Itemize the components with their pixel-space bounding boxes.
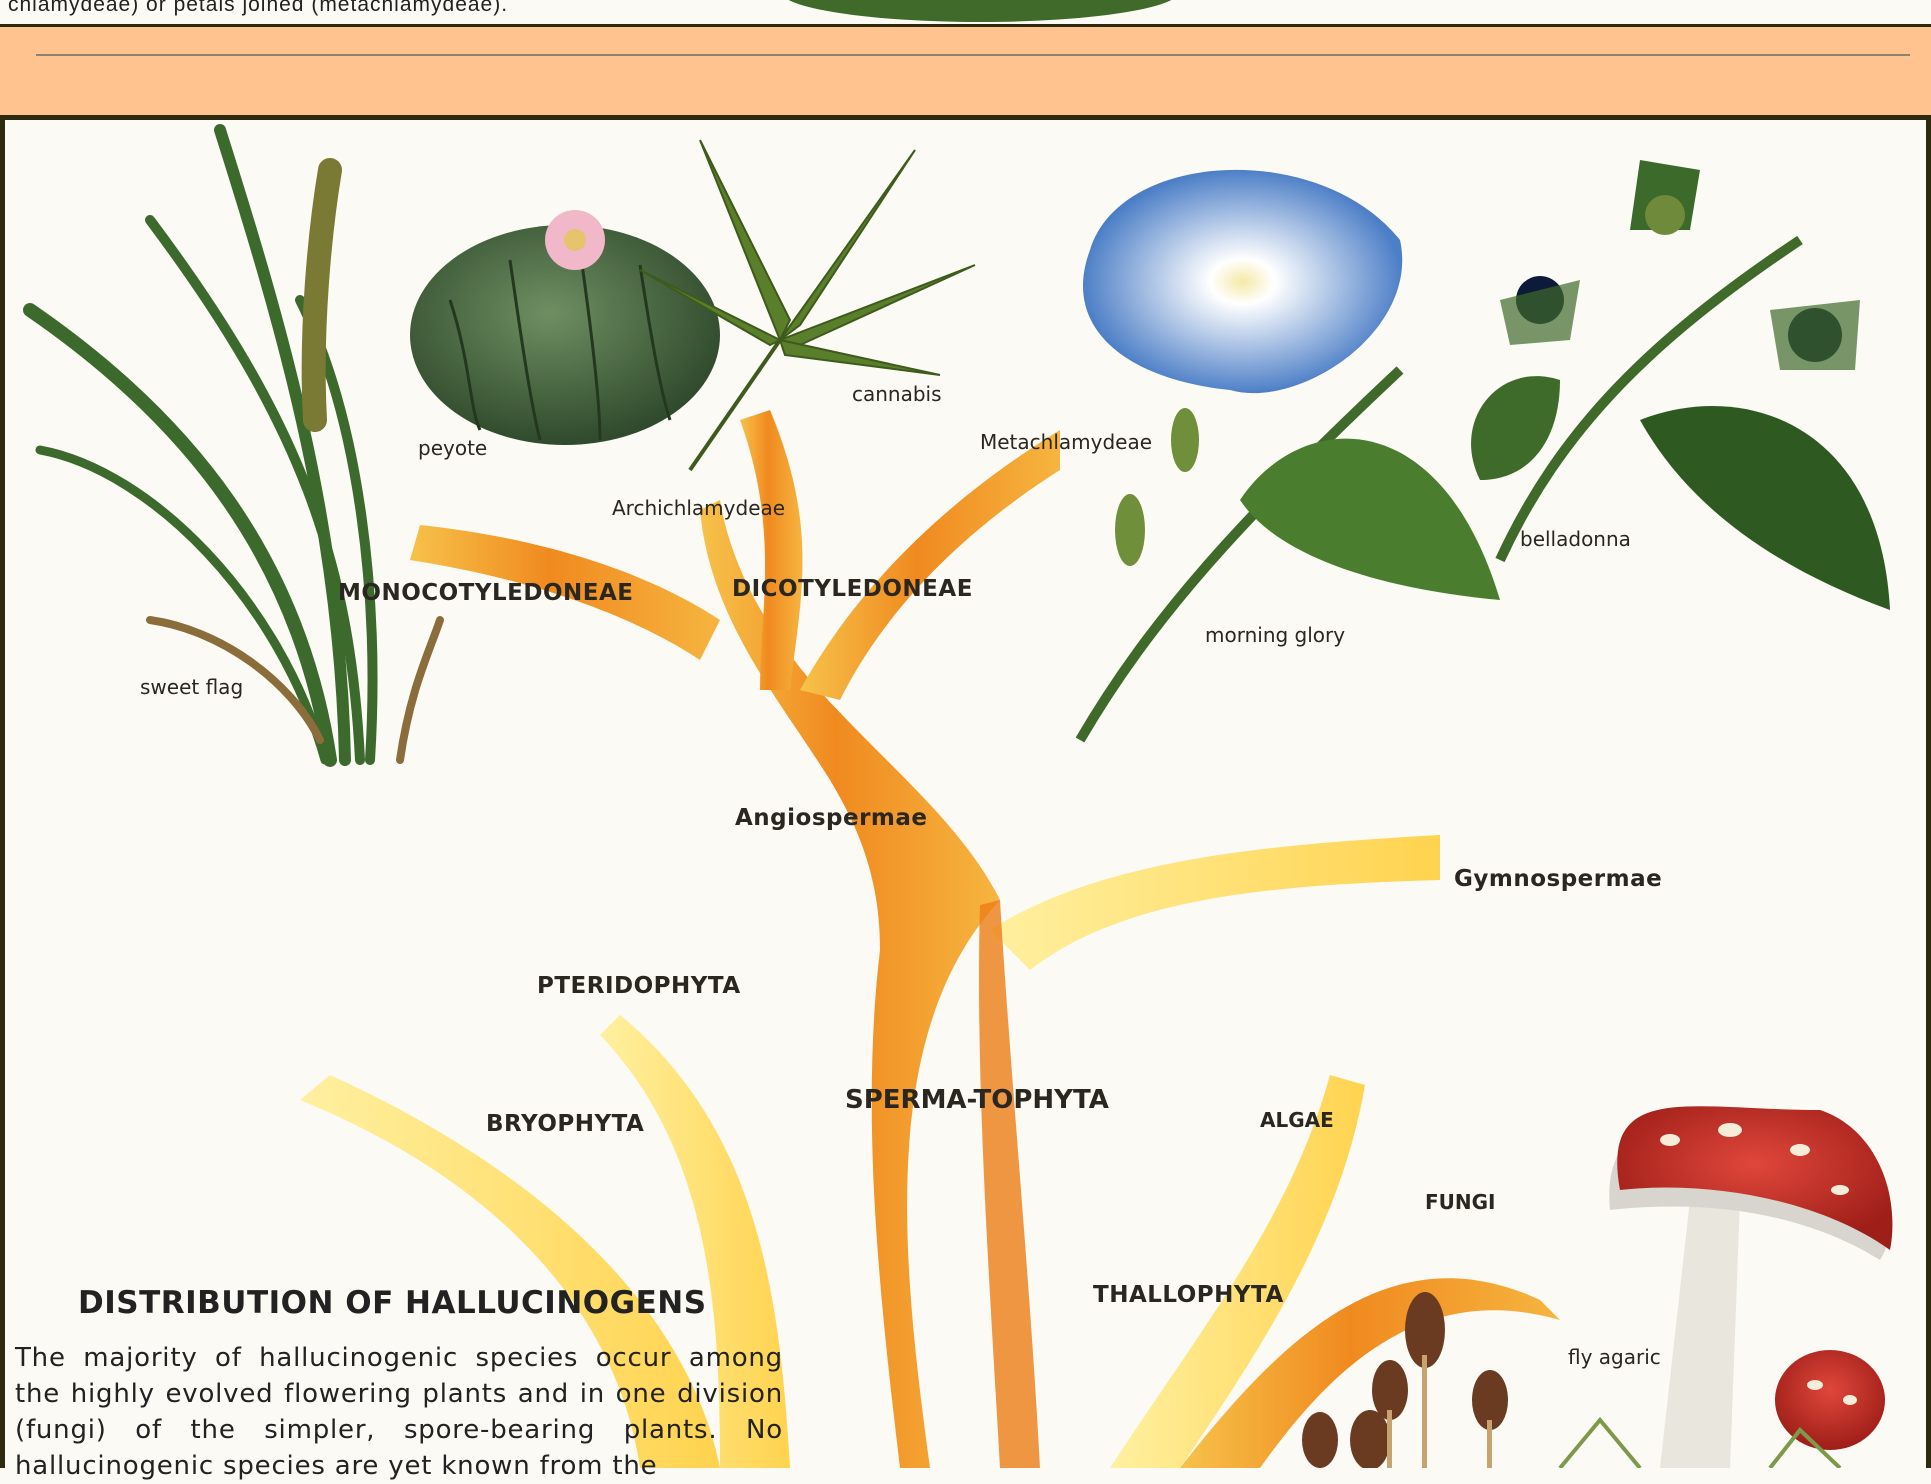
label-pteridophyta: PTERIDOPHYTA — [537, 973, 741, 999]
label-bryophyta: BRYOPHYTA — [486, 1111, 644, 1137]
label-morning-glory: morning glory — [1205, 623, 1345, 647]
fly-agaric-mushroom — [1560, 1106, 1892, 1468]
label-peyote: peyote — [418, 436, 487, 460]
label-belladonna: belladonna — [1520, 527, 1631, 551]
label-thallophyta: THALLOPHYTA — [1093, 1282, 1284, 1308]
label-monocotyledoneae: MONOCOTYLEDONEAE — [338, 580, 634, 606]
label-metachlamydeae: Metachlamydeae — [980, 430, 1152, 454]
label-cannabis: cannabis — [852, 382, 942, 406]
label-algae: ALGAE — [1260, 1108, 1334, 1132]
label-fly-agaric: fly agaric — [1568, 1345, 1661, 1369]
label-dicotyledoneae: DICOTYLEDONEAE — [732, 576, 973, 602]
peyote-cactus — [410, 210, 720, 445]
sweet-flag-plant — [30, 130, 440, 760]
caption-body: The majority of hallucinogenic species o… — [15, 1340, 783, 1484]
label-archichlamydeae: Archichlamydeae — [612, 496, 785, 520]
label-sweet-flag: sweet flag — [140, 675, 243, 699]
label-gymnospermae: Gymnospermae — [1454, 866, 1662, 892]
morning-glory-plant — [1080, 170, 1500, 740]
label-fungi: FUNGI — [1425, 1190, 1496, 1214]
label-spermatophyta: SPERMA-TOPHYTA — [845, 1085, 1109, 1115]
label-angiospermae: Angiospermae — [735, 805, 928, 831]
tree-branch-gymnospermae — [990, 835, 1440, 970]
caption-title: DISTRIBUTION OF HALLUCINOGENS — [78, 1285, 707, 1321]
